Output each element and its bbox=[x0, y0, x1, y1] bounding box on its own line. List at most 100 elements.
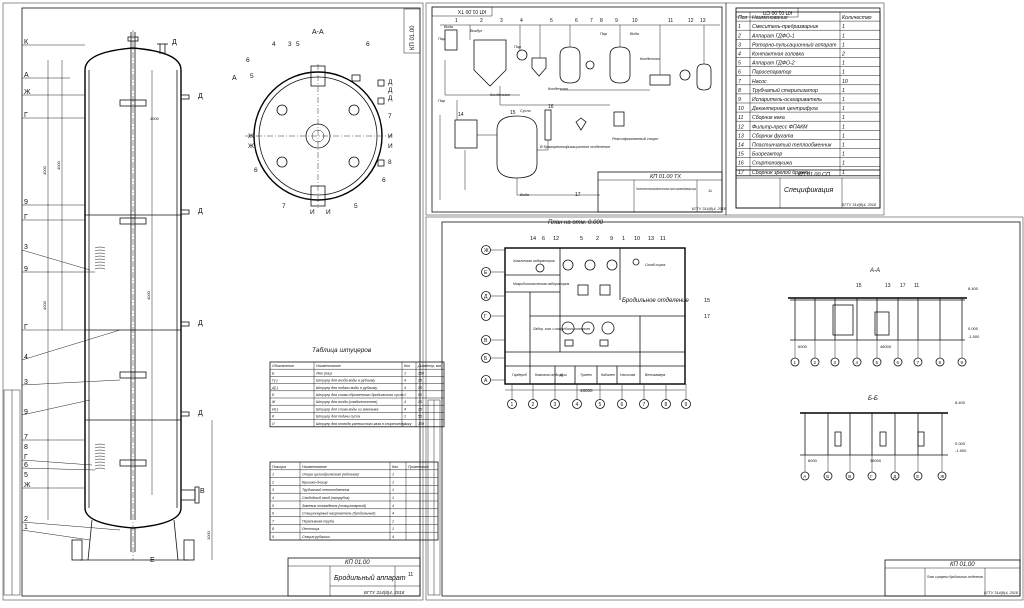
spec-cell: Спиртоловушка bbox=[752, 161, 792, 167]
sheet2-code-rot: КП 01.00 ТХ bbox=[457, 8, 486, 14]
callout-letter: В bbox=[200, 488, 205, 495]
part-cell: Опора цилиндрическая (юбочная) bbox=[302, 473, 359, 477]
nozzle-header: Обозначение bbox=[272, 364, 294, 368]
nozzle-cell: 1 bbox=[404, 371, 406, 375]
nozzle-cell: Люк (лаз) bbox=[315, 371, 332, 375]
dim-label: 4000 bbox=[42, 300, 47, 310]
title-org: БГТУ 314(8)4, 2018 bbox=[364, 590, 405, 595]
plan-dim: 48000 bbox=[580, 388, 593, 393]
spec-cell: Аппарат ГДФО-1 bbox=[751, 33, 795, 39]
callout-letter: 9 bbox=[24, 409, 28, 416]
scheme-label: Пар bbox=[514, 45, 521, 49]
part-cell: Крышка-днище bbox=[302, 480, 328, 484]
section-callout-letter: Ж bbox=[248, 133, 254, 140]
title-name: Бродильный аппарат bbox=[334, 574, 406, 582]
room-label: Насосная bbox=[620, 373, 635, 377]
spec-cell: 15 bbox=[738, 152, 744, 158]
scheme-label: Конденсат bbox=[548, 87, 568, 91]
scheme-label: Вода bbox=[630, 32, 639, 36]
nozzle-cell: 4 bbox=[404, 386, 406, 390]
nozzle-cell: Штуцер для подачи воды в рубашку bbox=[316, 386, 377, 390]
part-cell: 1 bbox=[392, 527, 394, 531]
dim-aa-total: 48000 bbox=[880, 344, 892, 349]
scheme-number: 6 bbox=[575, 18, 578, 24]
nozzle-header: Кол bbox=[404, 364, 410, 368]
section-callout-number: 6 bbox=[382, 177, 386, 184]
sheet1-title-block: КП 01.00 Бродильный аппарат 11 БГТУ 314(… bbox=[287, 557, 421, 597]
row-axis-label: Е bbox=[484, 270, 488, 276]
sheet2-title-block: КП 01.00 ТХ Технологическая схема произв… bbox=[597, 171, 727, 213]
section-axis-label: Е bbox=[916, 474, 919, 479]
section-callout-letter: Д bbox=[388, 87, 393, 94]
section-callout-number: 17 bbox=[900, 283, 906, 289]
col-axis-label: 9 bbox=[685, 402, 688, 408]
plan-callout-number: 6 bbox=[542, 236, 545, 242]
nozzle-header: Диаметр, мм bbox=[417, 364, 441, 368]
callout-letter: Г bbox=[24, 454, 28, 461]
section-callout-number: 15 bbox=[856, 283, 862, 289]
title-name: Спецификация bbox=[784, 187, 834, 194]
part-cell: 1 bbox=[392, 473, 394, 477]
plan-callout-number: 12 bbox=[553, 236, 559, 242]
spec-cell: Контактная головка bbox=[752, 52, 804, 58]
nozzle-cell: 100 bbox=[418, 422, 424, 426]
spec-cell: 1 bbox=[842, 106, 845, 112]
room-label: Венткамера bbox=[645, 373, 665, 377]
callout-letter: 9 bbox=[24, 199, 28, 206]
col-axis-label: 3 bbox=[554, 402, 557, 408]
part-header: Позиция bbox=[272, 465, 286, 469]
dim-aa: 6000 bbox=[798, 344, 808, 349]
spec-cell: 13 bbox=[738, 133, 744, 139]
section-callout-number: 6 bbox=[254, 167, 258, 174]
part-cell: Змеевик охлаждения (стационарный) bbox=[302, 504, 366, 508]
spec-cell: Фильтр-пресс ФПАКМ bbox=[752, 124, 808, 130]
section-title: А-А bbox=[312, 29, 324, 36]
section-callout-number: 4 bbox=[272, 41, 276, 48]
plan-callout-number: 14 bbox=[530, 236, 536, 242]
section-callout-letter: И bbox=[388, 133, 393, 140]
section-callout-number: 6 bbox=[246, 57, 250, 64]
spec-cell: 1 bbox=[842, 161, 845, 167]
spec-cell: 1 bbox=[842, 88, 845, 94]
part-cell: Свободный ввод (патрубок) bbox=[302, 496, 349, 500]
plan-callout-number: 10 bbox=[634, 236, 640, 242]
part-cell: Трубчатый теплообменник bbox=[302, 488, 350, 492]
dim-label: 4000 bbox=[56, 160, 61, 170]
spec-cell: 3 bbox=[738, 42, 741, 48]
spec-cell: 1 bbox=[842, 24, 845, 30]
spec-header: Наименование bbox=[752, 15, 788, 21]
callout-letter: 1 bbox=[24, 524, 28, 531]
section-axis-label: Б bbox=[826, 474, 829, 479]
part-cell: 1 bbox=[272, 473, 274, 477]
section-callout-letter: Д bbox=[388, 79, 393, 86]
room-label: Душ bbox=[559, 373, 567, 377]
sheet1-code-rot: КП 01.00 bbox=[410, 25, 416, 50]
section-callout-number: 6 bbox=[366, 41, 370, 48]
spec-cell: 1 bbox=[842, 97, 845, 103]
row-axis-label: В bbox=[484, 338, 488, 344]
part-cell: Стационарный нагреватель (бродильный) bbox=[302, 512, 375, 516]
scheme-label: Пар bbox=[600, 32, 607, 36]
callout-letter: Д bbox=[198, 410, 203, 417]
plan-callout-number: 15 bbox=[704, 298, 710, 304]
scheme-number: 8 bbox=[600, 18, 603, 24]
callout-letter: 8 bbox=[24, 444, 28, 451]
part-cell: 1 bbox=[392, 496, 394, 500]
nozzle-cell: 1 bbox=[404, 422, 406, 426]
scheme-label: Сусло bbox=[520, 109, 531, 113]
room-label: Склад сырья bbox=[645, 263, 666, 267]
mark-zero-bb: 0.000 bbox=[955, 441, 966, 446]
spec-cell: 1 bbox=[842, 152, 845, 158]
part-cell: 1 bbox=[392, 519, 394, 523]
spec-cell: 7 bbox=[738, 79, 742, 85]
scheme-number: 7 bbox=[590, 18, 593, 24]
callout-letter: Ж bbox=[24, 482, 31, 489]
section-callout-number: 5 bbox=[354, 203, 358, 210]
room-label: Гардероб bbox=[512, 373, 527, 377]
scheme-number: 10 bbox=[632, 18, 638, 24]
